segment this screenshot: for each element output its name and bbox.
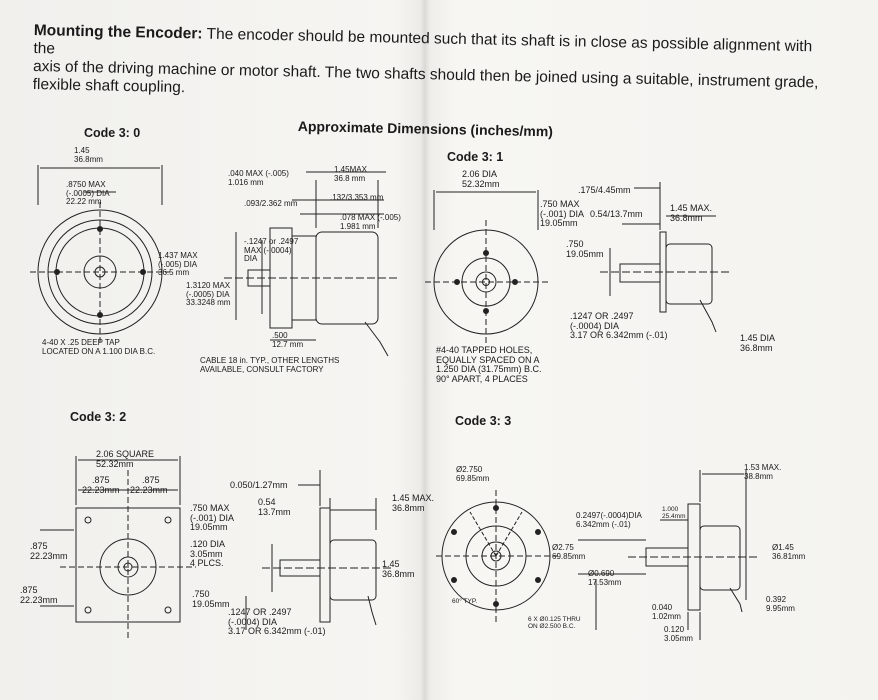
c33-dim-1000: 1.000 25.4mm bbox=[662, 506, 686, 520]
c30-cable-note: CABLE 18 in. TYP., OTHER LENGTHS AVAILAB… bbox=[200, 356, 340, 374]
c32-dim-206sq: 2.06 SQUARE 52.32mm bbox=[96, 449, 155, 469]
c33-dim-120: 0.120 3.05mm bbox=[664, 625, 693, 643]
c30-dim-1247: -.1247 or .2497 MAX (-.0004) DIA bbox=[244, 237, 299, 263]
c31-dim-054: 0.54/13.7mm bbox=[590, 209, 643, 219]
c30-dim-132: .132/3.353 mm bbox=[330, 193, 384, 202]
c31-dim-750: .750 MAX (-.001) DIA 19.05mm bbox=[540, 199, 585, 228]
c32-dim-120: .120 DIA 3.05mm 4 PLCS. bbox=[190, 539, 226, 568]
c32-dim-875b: .875 bbox=[142, 475, 160, 485]
code-3-1-side-view bbox=[600, 182, 730, 333]
c33-dim-690: Ø0.690 17.53mm bbox=[588, 569, 622, 587]
c31-holes-note: #4-40 TAPPED HOLES, EQUALLY SPACED ON A … bbox=[436, 345, 542, 384]
code-3-0-front-view bbox=[30, 165, 170, 342]
page-fold-shadow bbox=[420, 0, 430, 700]
c31-dim-145dia: 1.45 DIA 36.8mm bbox=[740, 333, 776, 353]
code-3-3-front-view bbox=[436, 490, 558, 622]
c32-dim-2223b: 22.23mm bbox=[130, 485, 168, 495]
code-3-2-label: Code 3: 2 bbox=[70, 410, 127, 424]
c30-dim-078: .078 MAX (-.005) 1.981 mm bbox=[340, 213, 401, 231]
code-3-1-label: Code 3: 1 bbox=[447, 150, 504, 164]
code-3-2-front-view bbox=[40, 456, 196, 640]
c31-dim-145max: 1.45 MAX. 36.8mm bbox=[670, 203, 713, 223]
c33-dim-040: 0.040 1.02mm bbox=[652, 603, 681, 621]
c30-tap-note: 4-40 X .25 DEEP TAP LOCATED ON A 1.100 D… bbox=[42, 338, 156, 356]
c32-dim-750: .750 MAX (-.001) DIA 19.05mm bbox=[190, 503, 235, 532]
c33-dim-145: Ø1.45 36.81mm bbox=[772, 543, 806, 561]
c30-dim-145max: 1.45MAX 36.8 mm bbox=[334, 165, 367, 183]
code-3-1-front-view bbox=[425, 190, 548, 344]
c32-dim-1247: .1247 OR .2497 (-.0004) DIA 3.17 OR 6.34… bbox=[228, 607, 326, 636]
code-3-0-label: Code 3: 0 bbox=[84, 126, 141, 140]
c32-dim-054: 0.54 13.7mm bbox=[258, 497, 291, 517]
c32-dim-145max: 1.45 MAX. 36.8mm bbox=[392, 493, 435, 513]
c32-dim-2223a: 22.23mm bbox=[82, 485, 120, 495]
c30-dim-145: 1.45 36.8mm bbox=[74, 146, 103, 164]
c32-dim-050: 0.050/1.27mm bbox=[230, 480, 288, 490]
c32-dim-875l2: .875 22.23mm bbox=[20, 585, 58, 605]
code-3-2-side-view bbox=[245, 470, 392, 630]
code-3-3-side-view bbox=[578, 470, 760, 640]
c33-typ-note: 60° TYP. bbox=[452, 598, 478, 605]
c31-dim-1247: .1247 OR .2497 (-.0004) DIA 3.17 OR 6.34… bbox=[570, 311, 668, 340]
c31-dim-206: 2.06 DIA 52.32mm bbox=[462, 169, 500, 189]
c30-dim-093: .093/2.362 mm bbox=[244, 199, 298, 208]
code-3-0-side-view bbox=[224, 171, 400, 357]
c33-dim-275: Ø2.75 69.85mm bbox=[552, 543, 586, 561]
c33-dim-153: 1.53 MAX. 38.8mm bbox=[744, 463, 782, 481]
c30-dim-040: .040 MAX (-.005) 1.016 mm bbox=[228, 169, 289, 187]
c32-dim-145: 1.45 36.8mm bbox=[382, 559, 415, 579]
c33-holes-note: 6 X Ø0.125 THRU ON Ø2.500 B.C. bbox=[528, 616, 581, 630]
c31-dim-750b: .750 19.05mm bbox=[566, 239, 604, 259]
c30-dim-1312: 1.3120 MAX (-.0005) DIA 33.3248 mm bbox=[186, 281, 231, 307]
code-3-3-label: Code 3: 3 bbox=[455, 414, 512, 428]
c33-dim-2497: 0.2497(-.0004)DIA 6.342mm (-.01) bbox=[576, 511, 642, 529]
c32-dim-750b: .750 19.05mm bbox=[192, 589, 230, 609]
c33-dim-392: 0.392 9.95mm bbox=[766, 595, 795, 613]
c32-dim-875l: .875 22.23mm bbox=[30, 541, 68, 561]
c30-dim-500: .500 12.7 mm bbox=[272, 331, 304, 349]
c32-dim-875a: .875 bbox=[92, 475, 110, 485]
c30-dim-1437: 1.437 MAX (-.005) DIA 36.5 mm bbox=[158, 251, 198, 277]
c33-dim-2750: Ø2.750 69.85mm bbox=[456, 465, 490, 483]
c31-dim-175: .175/4.45mm bbox=[578, 185, 631, 195]
c30-dim-8750: .8750 MAX (-.0005) DIA 22.22 mm bbox=[66, 180, 110, 206]
